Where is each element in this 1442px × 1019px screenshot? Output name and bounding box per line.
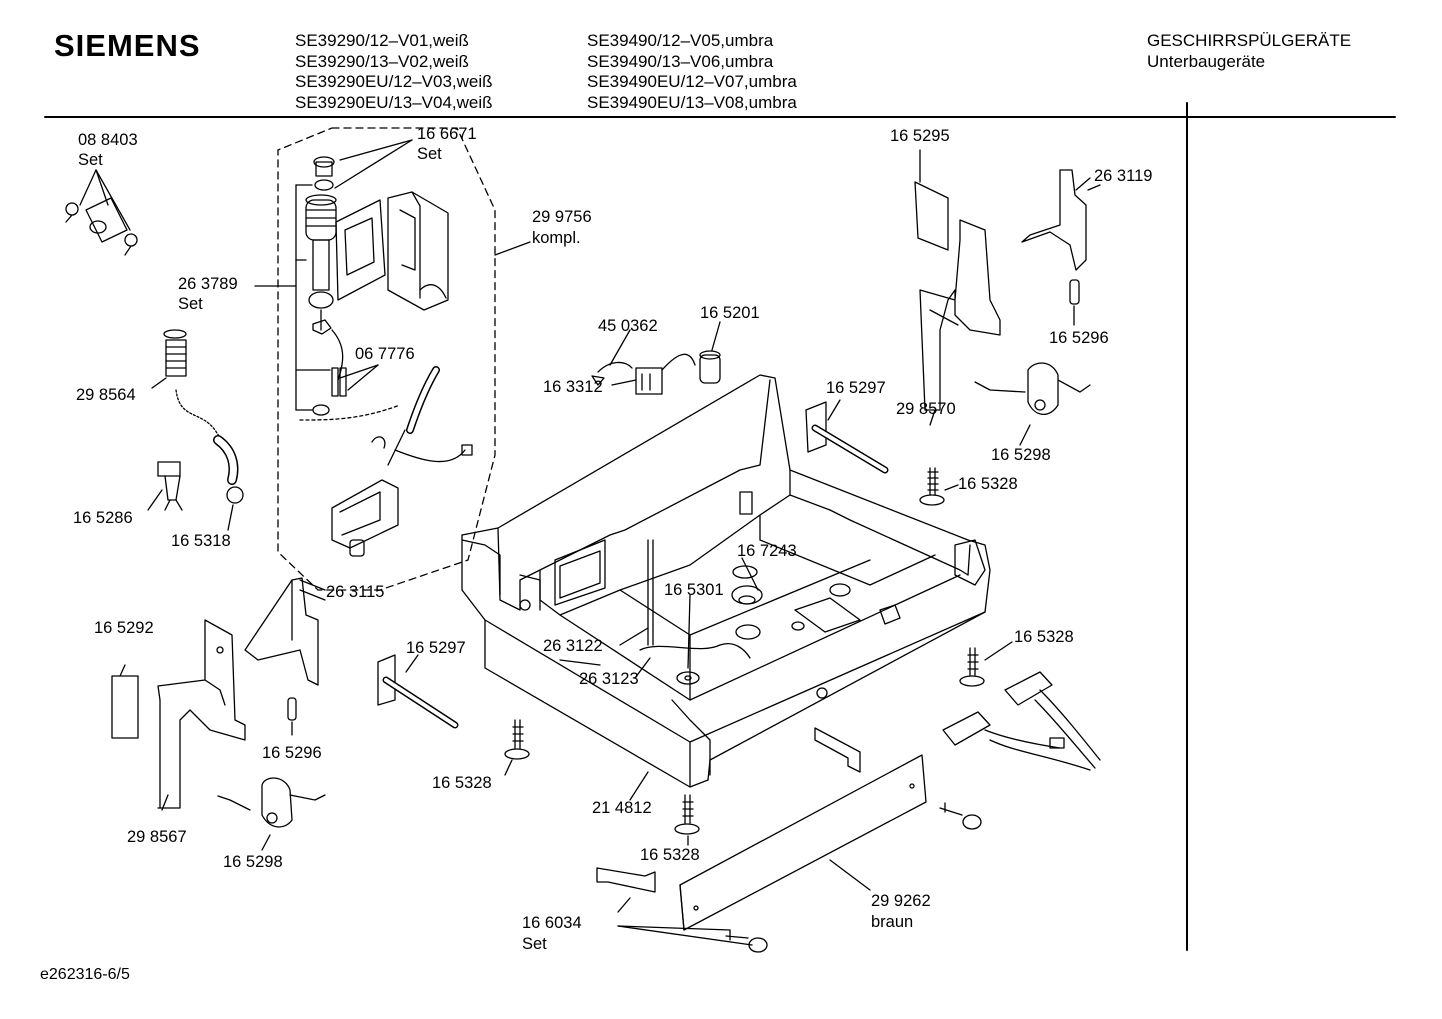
part-label: 06 7776: [355, 345, 415, 363]
model-item: SE39490/12–V05,umbra: [587, 31, 774, 50]
part-label: 29 9262: [871, 892, 931, 910]
connector-harness: [942, 671, 1101, 771]
brand-logo: SIEMENS: [54, 28, 201, 63]
model-item: SE39490EU/12–V07,umbra: [587, 72, 797, 91]
part-label: 45 0362: [598, 317, 658, 335]
part-note: braun: [871, 913, 914, 931]
model-item: SE39290/12–V01,weiß: [295, 31, 469, 50]
leader: [494, 241, 531, 256]
part-note: Set: [417, 145, 442, 163]
part-label: 16 6671: [417, 125, 477, 143]
part-label: 16 5292: [94, 619, 154, 637]
part-label: 16 5301: [664, 581, 724, 599]
part-label: 26 3122: [543, 637, 603, 655]
model-item: SE39290/13–V02,weiß: [295, 51, 469, 71]
cable-sensor: [591, 321, 721, 395]
part-label: 16 5328: [1014, 628, 1074, 646]
part-label: 29 9756: [532, 208, 592, 226]
part-label: 26 3119: [1094, 167, 1153, 185]
category-subtitle: Unterbaugeräte: [1147, 51, 1266, 71]
drain-clip: [147, 461, 234, 531]
hose-clamp-set: [65, 169, 138, 256]
part-label: 21 4812: [592, 799, 652, 817]
drawing-code: e262316-6/5: [40, 966, 130, 983]
part-label: 16 5297: [406, 639, 466, 657]
model-item: SE39490/13–V06,umbra: [587, 51, 774, 71]
foot-front: [674, 794, 700, 846]
model-item: SE39490EU/13–V08,umbra: [587, 92, 797, 112]
foot-left: [504, 719, 530, 776]
part-note: Set: [78, 151, 103, 169]
category-block: GESCHIRRSPÜLGERÄTE Unterbaugeräte: [1147, 31, 1351, 72]
part-label: 16 5298: [223, 853, 283, 871]
left-bracket-set: [111, 577, 326, 851]
part-label: 16 5296: [262, 744, 322, 762]
model-item: SE39290EU/12–V03,weiß: [295, 72, 493, 91]
part-note: Set: [178, 295, 203, 313]
bellows-hose: [151, 329, 244, 504]
part-label: 16 5297: [826, 379, 886, 397]
part-label: 16 5298: [991, 446, 1051, 464]
pump-assembly: [295, 156, 473, 557]
part-label: 26 3789: [178, 275, 238, 293]
category-title: GESCHIRRSPÜLGERÄTE: [1147, 31, 1352, 50]
part-label: 29 8567: [127, 828, 187, 846]
part-label: 26 3115: [326, 583, 385, 601]
part-label: 16 3312: [543, 378, 603, 396]
kickplate: [596, 727, 982, 953]
leaders: [254, 139, 1091, 801]
spring-clips: [377, 399, 889, 729]
right-bracket-set: [914, 149, 1101, 446]
part-label: 16 5328: [640, 846, 700, 864]
assembly-outline: [277, 127, 496, 591]
part-label: 29 8570: [896, 400, 956, 418]
part-label: 26 3123: [579, 670, 639, 688]
model-list-1: SE39290/12–V01,weiß SE39290/13–V02,weiß …: [295, 31, 493, 113]
part-label: 29 8564: [76, 386, 136, 404]
part-label: 08 8403: [78, 131, 138, 149]
part-label: 16 6034: [522, 914, 582, 932]
part-label: 16 7243: [737, 542, 797, 560]
part-label: 16 5201: [700, 304, 760, 322]
part-label: 16 5295: [890, 127, 950, 145]
model-list-2: SE39490/12–V05,umbra SE39490/13–V06,umbr…: [587, 31, 797, 113]
feet: [504, 467, 1013, 846]
foot-upper-right: [919, 467, 959, 506]
part-label: 16 5318: [171, 532, 231, 550]
part-label: 16 5328: [958, 475, 1018, 493]
part-label: 16 5296: [1049, 329, 1109, 347]
part-note: Set: [522, 935, 547, 953]
part-note: kompl.: [532, 229, 581, 247]
part-label: 16 5328: [432, 774, 492, 792]
model-item: SE39290EU/13–V04,weiß: [295, 92, 493, 112]
foot-right: [959, 641, 1013, 687]
base-tub: [461, 374, 991, 788]
part-label: 16 5286: [73, 509, 133, 527]
